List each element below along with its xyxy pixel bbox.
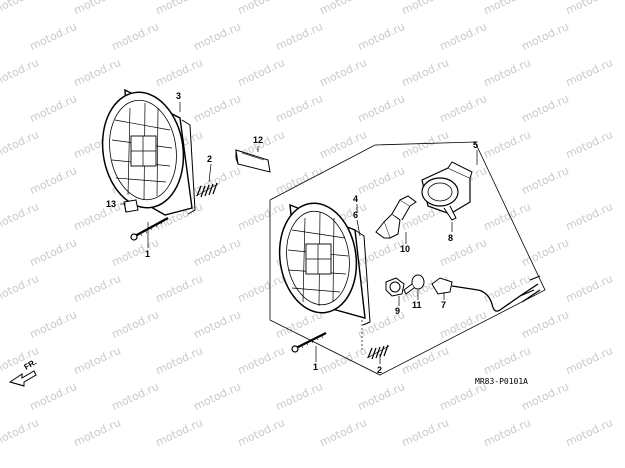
callout-9: 9 [395, 306, 400, 316]
callout-2-upper: 2 [207, 154, 212, 164]
callout-11: 11 [412, 300, 422, 310]
spring-2-upper [195, 182, 219, 198]
callout-8: 8 [448, 233, 453, 243]
callout-3: 3 [176, 91, 181, 101]
diagram-code: MR83-P0101A [475, 377, 528, 386]
callout-10: 10 [400, 244, 410, 254]
assembly-boundary [269, 141, 546, 376]
bulb-11 [403, 274, 425, 295]
callout-1-lower: 1 [313, 362, 318, 372]
screw-1-upper [130, 217, 169, 241]
front-direction-arrow [8, 370, 37, 387]
socket-9 [385, 277, 405, 297]
callout-1-upper: 1 [145, 249, 150, 259]
leader-lines [120, 102, 478, 364]
callout-6: 6 [353, 210, 358, 220]
callout-2-lower: 2 [377, 365, 382, 375]
direction-label: FR. [23, 357, 39, 371]
callout-12: 12 [253, 135, 263, 145]
callout-5: 5 [473, 140, 478, 150]
bulb-cover-5 [421, 161, 473, 221]
spring-2-lower [366, 344, 390, 360]
headlight-unit-3 [101, 88, 196, 216]
screw-1-lower [291, 332, 327, 353]
callout-7: 7 [441, 300, 446, 310]
bulb-10 [375, 195, 417, 239]
part-13-block [123, 199, 139, 213]
headlight-assembly-4-6 [278, 202, 371, 326]
part-12-pad [235, 149, 271, 173]
callout-4: 4 [353, 194, 358, 204]
socket-wire-7 [431, 275, 541, 312]
callout-13: 13 [106, 199, 116, 209]
